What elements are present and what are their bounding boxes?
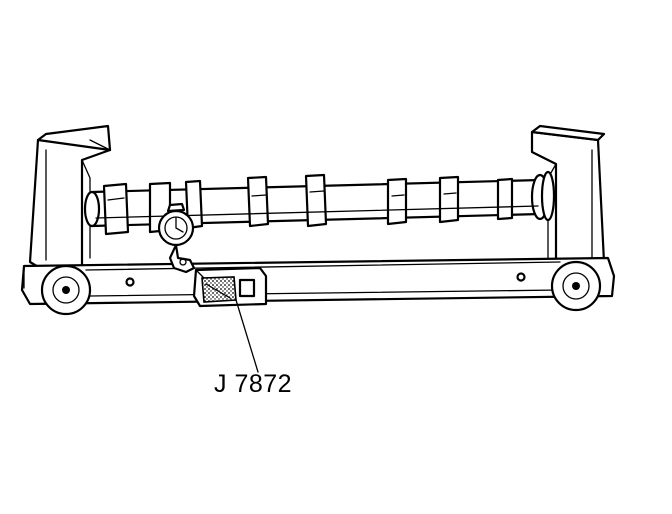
tool-number-label: J 7872 xyxy=(214,370,293,398)
rail-hole xyxy=(516,272,526,282)
cam-lobe xyxy=(184,179,204,230)
left-v-block-stand xyxy=(28,124,112,277)
right-foot-roller xyxy=(550,260,602,312)
cam-lobe xyxy=(304,173,328,228)
cam-lobe xyxy=(386,177,408,226)
cam-lobe xyxy=(438,175,460,224)
dial-indicator xyxy=(157,202,196,274)
base-rail xyxy=(20,256,616,306)
left-foot-roller xyxy=(40,264,92,316)
rail-hole xyxy=(125,277,135,287)
cam-lobe xyxy=(102,182,130,236)
magnetic-base-clamp xyxy=(192,266,268,308)
camshaft xyxy=(83,170,556,236)
callout-leader-line xyxy=(235,299,259,373)
cam-lobe xyxy=(496,177,514,221)
cam-lobe xyxy=(246,175,270,228)
